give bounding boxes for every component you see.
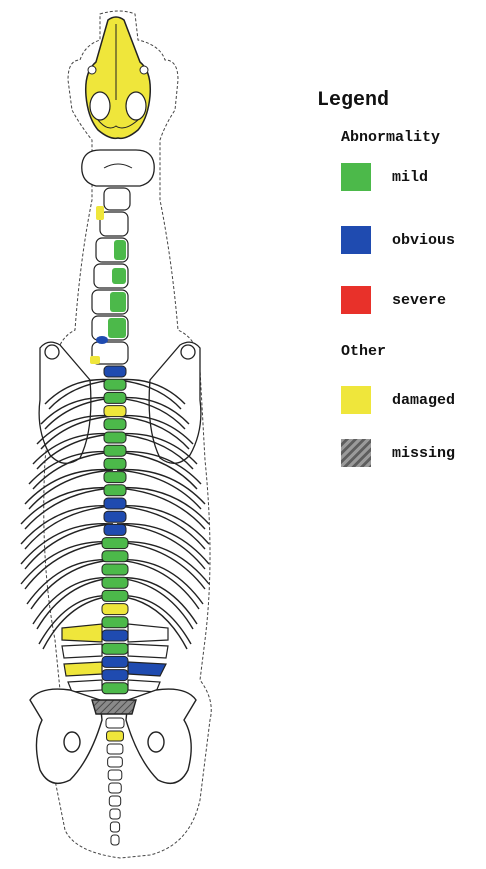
vertebra [104,524,126,535]
mild-swatch [341,163,371,191]
tail-vertebra [110,822,119,832]
tail-vertebra [107,731,124,741]
vertebra [104,445,126,456]
tail-vertebra [110,809,120,819]
vertebra [104,458,126,469]
vertebra [102,656,128,667]
cervical-vertebrae [90,188,130,364]
vertebra [104,392,126,403]
vertebra [102,564,128,575]
vertebra [104,432,126,443]
severe-swatch [341,286,371,314]
damaged-label: damaged [392,392,455,409]
vertebra [102,630,128,641]
vertebra [102,551,128,562]
tail-vertebrae [106,718,124,845]
missing-swatch [341,439,371,467]
vertebra [104,366,126,377]
mild-label: mild [392,169,428,186]
thoracic-lumbar-spine [102,366,128,694]
vertebra [104,419,126,430]
vertebra [102,683,128,694]
tail-vertebra [106,718,124,728]
vertebra [104,511,126,522]
vertebra [104,379,126,390]
vertebra [104,406,126,417]
missing-label: missing [392,445,455,462]
severe-label: severe [392,292,446,309]
vertebra [104,485,126,496]
vertebra [104,498,126,509]
tail-vertebra [111,835,119,845]
vertebra [102,590,128,601]
vertebra [102,604,128,615]
vertebra [102,538,128,549]
tail-vertebra [109,796,120,806]
vertebra [102,643,128,654]
skeleton-diagram [0,0,300,869]
tail-vertebra [108,757,123,767]
atlas-vertebra [82,150,154,186]
tail-vertebra [107,744,123,754]
damaged-swatch [341,386,371,414]
legend-title: Legend [317,89,389,112]
vertebra [102,617,128,628]
tail-vertebra [109,783,122,793]
tail-vertebra [108,770,122,780]
vertebra [102,577,128,588]
obvious-swatch [341,226,371,254]
obvious-label: obvious [392,232,455,249]
vertebra [102,670,128,681]
other-heading: Other [341,343,386,360]
skull [86,17,151,138]
vertebra [104,472,126,483]
abnormality-heading: Abnormality [341,129,440,146]
